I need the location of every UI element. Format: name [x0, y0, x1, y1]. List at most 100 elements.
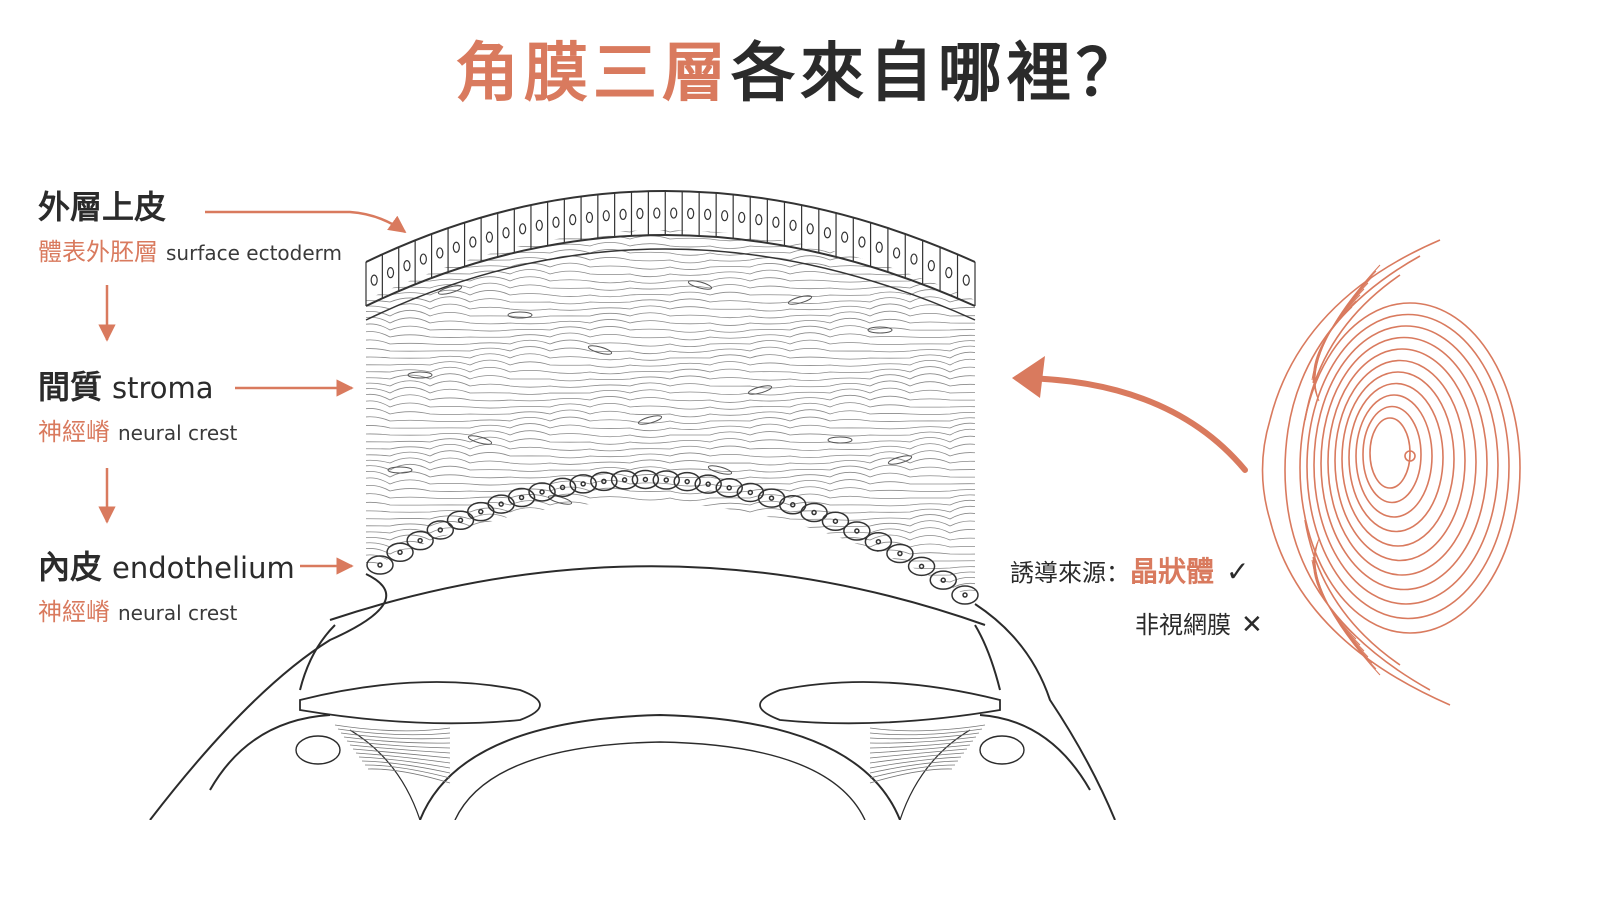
endothelium-cell: [528, 482, 556, 502]
lens-fiber: [1313, 553, 1373, 664]
endothelium-nucleus: [642, 476, 649, 483]
keratocyte: [747, 385, 773, 395]
layer-epithelium-zh: 外層上皮: [38, 188, 167, 226]
keratocyte: [507, 311, 533, 319]
endothelium-cell: [569, 474, 597, 494]
stroma-fiber: [366, 408, 975, 418]
induction-arrow-icon: [1017, 375, 1248, 473]
zonule-fiber: [337, 728, 451, 736]
endothelium-nucleus: [705, 481, 711, 487]
zonule-fiber: [869, 744, 971, 754]
epithelium-nucleus: [823, 227, 832, 239]
stroma-fiber: [366, 351, 975, 361]
endothelium-nucleus: [498, 501, 504, 507]
stroma-fiber: [366, 274, 975, 284]
endothelium-nucleus: [601, 478, 607, 485]
cornea-endothelium: [366, 469, 979, 605]
stroma-fiber: [366, 254, 975, 264]
epithelium-nucleus: [670, 207, 678, 219]
stroma-fiber: [366, 393, 975, 403]
origin-zh: 神經嵴: [38, 598, 110, 626]
stroma-fiber: [366, 386, 975, 396]
endothelium-nucleus: [518, 494, 525, 501]
stroma-fiber: [366, 246, 975, 256]
endothelium-nucleus: [377, 562, 383, 568]
epithelium-nucleus: [619, 208, 627, 220]
stroma-fiber: [366, 463, 975, 473]
zonule-fiber: [869, 760, 959, 774]
keratocyte: [787, 295, 813, 305]
epithelium-nucleus: [721, 210, 729, 222]
endothelium-nucleus: [897, 550, 903, 557]
keratocyte: [437, 285, 463, 295]
zonule-fiber: [346, 740, 451, 749]
stroma-fiber: [366, 331, 975, 341]
zonule-fiber: [355, 752, 451, 764]
keratocyte: [547, 495, 573, 505]
layer-epithelium-name: 外層上皮: [38, 182, 166, 228]
induction-source-value: 晶狀體: [1130, 555, 1215, 588]
stroma-fiber: [366, 470, 975, 480]
endothelium-nucleus: [457, 517, 464, 524]
stroma-fiber: [366, 428, 975, 438]
endothelium-cell: [694, 474, 722, 494]
endothelium-cell: [951, 585, 979, 605]
epithelium-nucleus: [602, 210, 610, 222]
lens-fiber: [1313, 276, 1373, 387]
endothelium-nucleus: [684, 478, 690, 485]
endothelium-nucleus: [811, 509, 817, 516]
zonule-fiber: [343, 736, 451, 744]
stroma-fiber: [366, 457, 975, 466]
stroma-fiber: [366, 296, 975, 305]
endothelium-cell: [590, 471, 618, 492]
endothelium-nucleus: [747, 489, 754, 496]
zonule-fiber: [869, 752, 965, 764]
stroma-fiber: [366, 589, 975, 599]
epithelium-nucleus: [552, 216, 560, 228]
endothelium-nucleus: [559, 484, 566, 491]
endothelium-nucleus: [663, 477, 669, 483]
endothelium-nucleus: [854, 528, 860, 534]
epithelium-nucleus: [370, 274, 378, 286]
epithelium-nucleus: [875, 241, 883, 253]
zonule-fiber: [352, 748, 451, 759]
lens-ring: [1348, 382, 1444, 533]
stroma-fiber: [366, 309, 975, 319]
epithelium-nucleus: [772, 216, 780, 228]
endothelium-nucleus: [940, 577, 946, 583]
zonule-fiber: [367, 768, 451, 784]
lens-fiber: [1313, 300, 1357, 399]
stroma-fiber: [366, 303, 975, 312]
stroma-fiber: [366, 540, 975, 550]
endothelium-nucleus: [875, 538, 882, 545]
endothelium-cell: [386, 542, 414, 563]
zonule-fiber: [334, 724, 451, 732]
endothelium-nucleus: [417, 537, 423, 544]
epithelium-nucleus: [755, 214, 763, 226]
stroma-fiber: [366, 435, 975, 445]
origin-zh: 體表外胚層: [38, 238, 158, 266]
endothelium-cell: [929, 570, 957, 590]
endothelium-cell: [673, 471, 701, 492]
cornea-stroma: [366, 230, 975, 599]
stroma-fiber: [366, 316, 975, 326]
induction-source: 誘導來源：晶狀體✓: [1010, 550, 1249, 590]
not-source-label: 非視網膜: [1135, 611, 1231, 639]
stroma-fiber: [366, 450, 975, 459]
stroma-fiber: [366, 380, 975, 389]
endothelium-nucleus: [918, 563, 925, 570]
stroma-fiber: [366, 491, 975, 502]
endothelium-nucleus: [580, 481, 586, 487]
endothelium-cell: [487, 494, 515, 514]
endothelium-nucleus: [832, 518, 839, 524]
endothelium-cell: [610, 470, 639, 490]
keratocyte: [887, 455, 913, 465]
epithelium-nucleus: [841, 231, 849, 243]
endothelium-cell: [886, 543, 914, 564]
zonule-fiber: [869, 728, 983, 736]
